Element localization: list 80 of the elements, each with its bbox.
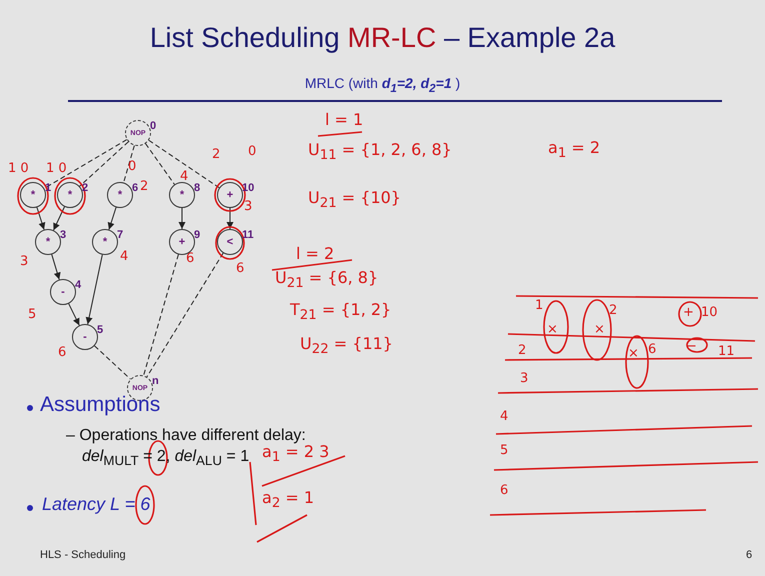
node-number: 0 bbox=[150, 121, 156, 132]
handwritten-note: a$_{2}$ = 1 bbox=[262, 490, 314, 511]
node-number: 5 bbox=[97, 325, 104, 336]
latency-text: Latency L = 6 bbox=[42, 494, 150, 515]
handwritten-note: a$_{1}$ = 2 3 bbox=[262, 444, 330, 465]
handwritten-note: U$_{11}$ = {1, 2, 6, 8} bbox=[308, 142, 452, 163]
handwritten-note: 4 bbox=[500, 410, 508, 423]
operation-node: - bbox=[72, 324, 98, 350]
handwritten-note: 4 bbox=[120, 250, 128, 263]
connector-line bbox=[148, 140, 220, 188]
operation-node: * bbox=[107, 182, 133, 208]
arrow bbox=[53, 206, 65, 231]
handwritten-note: 0 bbox=[128, 160, 136, 173]
handwritten-note: 4 bbox=[180, 170, 188, 183]
handwritten-note: 1 0 bbox=[8, 162, 29, 175]
handwritten-note: 2 bbox=[140, 180, 148, 193]
connector-line bbox=[44, 139, 128, 189]
slide-title: List Scheduling MR-LC – Example 2a bbox=[148, 22, 616, 54]
bullet-text: – Operations have different delay: bbox=[66, 427, 306, 445]
handwritten-note: 2 bbox=[212, 148, 220, 161]
handwritten-note: 6 bbox=[236, 262, 244, 275]
handwritten-note: 1 bbox=[535, 299, 544, 312]
handwritten-note: l = 2 bbox=[296, 246, 334, 262]
handwritten-note: 10 bbox=[701, 306, 718, 319]
connector-line bbox=[145, 143, 175, 185]
handwritten-note: 3 bbox=[520, 372, 528, 385]
node-number: n bbox=[152, 376, 159, 387]
handwritten-note: 0 bbox=[248, 145, 256, 158]
page-number: 6 bbox=[746, 549, 752, 562]
handwritten-note: 2 bbox=[609, 304, 618, 317]
node-number: 11 bbox=[242, 230, 254, 241]
arrow bbox=[68, 303, 80, 326]
connector-line bbox=[146, 252, 224, 378]
handwritten-note: 6 bbox=[500, 484, 508, 497]
node-number: 3 bbox=[60, 230, 66, 241]
handwritten-note: U$_{21}$ = {10} bbox=[308, 190, 401, 211]
handwritten-note: + bbox=[683, 306, 694, 319]
handwritten-note: a$_{1}$ = 2 bbox=[548, 140, 600, 161]
node-number: 7 bbox=[117, 230, 124, 241]
arrow bbox=[86, 254, 103, 325]
operation-node: * bbox=[169, 182, 195, 208]
handwritten-note: 5 bbox=[28, 308, 36, 321]
handwritten-note: 6 bbox=[58, 346, 66, 359]
node-number: 8 bbox=[194, 183, 200, 194]
handwritten-note: 3 bbox=[20, 255, 28, 268]
arrow bbox=[51, 254, 61, 280]
handwritten-note: × bbox=[628, 347, 639, 360]
handwritten-note: 1 0 bbox=[46, 162, 67, 175]
operation-node: + bbox=[217, 182, 243, 208]
handwritten-note: 3 bbox=[244, 200, 252, 213]
arrow bbox=[108, 206, 117, 230]
operation-node: * bbox=[57, 182, 83, 208]
connector-line bbox=[143, 254, 179, 376]
arrow bbox=[226, 208, 234, 230]
handwritten-note: × bbox=[594, 323, 605, 336]
handwritten-note: T$_{21}$ = {1, 2} bbox=[290, 302, 392, 323]
node-number: 4 bbox=[75, 280, 82, 291]
operation-node: * bbox=[20, 182, 46, 208]
operation-node: * bbox=[35, 229, 61, 255]
handwritten-note: l = 1 bbox=[325, 112, 364, 128]
operation-node: - bbox=[50, 279, 76, 305]
handwritten-note: 11 bbox=[718, 345, 735, 358]
arrow bbox=[36, 206, 46, 230]
connector-line bbox=[123, 144, 135, 184]
handwritten-note: U$_{22}$ = {11} bbox=[300, 336, 393, 357]
connector-line bbox=[94, 345, 131, 380]
arrow bbox=[178, 208, 186, 230]
handwritten-note: 6 bbox=[648, 343, 656, 356]
handwritten-note: 6 bbox=[186, 252, 194, 265]
handwritten-note: 2 bbox=[518, 344, 526, 357]
operation-node: * bbox=[92, 229, 118, 255]
handwritten-note: U$_{21}$ = {6, 8} bbox=[275, 270, 378, 291]
handwritten-note: 5 bbox=[500, 444, 508, 457]
footer-text: HLS - Scheduling bbox=[40, 549, 126, 562]
slide-subtitle: MRLC (with d$_{1}$=2, d$_{2}$=1 ) bbox=[304, 75, 462, 95]
handwritten-note: × bbox=[547, 323, 558, 336]
node-number: 6 bbox=[132, 183, 138, 194]
node-number: 9 bbox=[194, 230, 200, 241]
operation-node: < bbox=[217, 229, 243, 255]
connector-line bbox=[79, 141, 129, 187]
